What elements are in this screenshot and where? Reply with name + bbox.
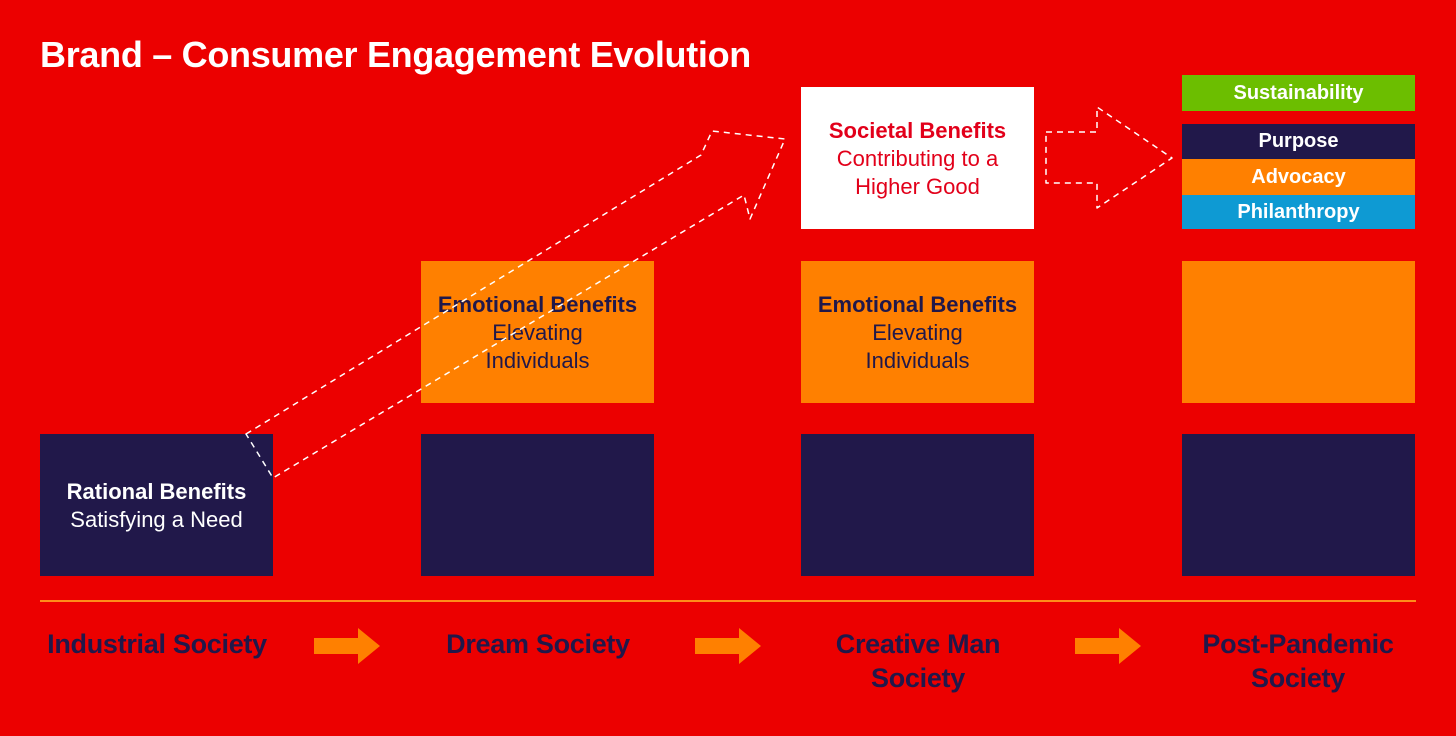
societal-benefits-box: Societal Benefits Contributing to a High… [801, 87, 1034, 229]
societal-benefits-subtitle-line2: Higher Good [855, 173, 980, 199]
rational-block-post-pandemic [1182, 434, 1415, 576]
sustainability-label: Sustainability [1233, 81, 1364, 104]
emotional-benefits-subtitle-line2: Individuals [485, 347, 590, 373]
sustainability-bar: Sustainability [1182, 75, 1415, 111]
advocacy-label: Advocacy [1251, 165, 1346, 188]
emotional-benefits-subtitle-line1: Elevating [492, 319, 583, 345]
emotional-benefits-subtitle-line2: Individuals [865, 347, 970, 373]
emotional-benefits-box-creative: Emotional Benefits Elevating Individuals [801, 261, 1034, 403]
era-label-line2: Society [871, 663, 965, 693]
purpose-bar: Purpose [1182, 124, 1415, 159]
era-arrow-icon [314, 628, 380, 664]
era-label-dream: Dream Society [388, 627, 688, 661]
philanthropy-bar: Philanthropy [1182, 195, 1415, 229]
era-arrow-icon [1075, 628, 1141, 664]
era-label-line1: Post-Pandemic [1202, 629, 1394, 659]
era-arrow-icon [695, 628, 761, 664]
advocacy-bar: Advocacy [1182, 159, 1415, 195]
rational-block-dream [421, 434, 654, 576]
emotional-benefits-box-dream: Emotional Benefits Elevating Individuals [421, 261, 654, 403]
rational-benefits-box: Rational Benefits Satisfying a Need [40, 434, 273, 576]
emotional-block-post-pandemic [1182, 261, 1415, 403]
purpose-label: Purpose [1258, 130, 1339, 152]
emotional-benefits-subtitle-line1: Elevating [872, 319, 963, 345]
era-label-line1: Dream Society [446, 629, 630, 659]
emotional-benefits-heading: Emotional Benefits [817, 291, 1018, 317]
timeline-divider [40, 600, 1416, 602]
societal-benefits-heading: Societal Benefits [828, 117, 1007, 143]
societal-benefits-subtitle-line1: Contributing to a [836, 145, 999, 171]
rational-benefits-heading: Rational Benefits [66, 478, 247, 504]
era-label-creative: Creative Man Society [768, 627, 1068, 695]
era-label-line1: Industrial Society [47, 629, 267, 659]
era-label-line1: Creative Man [835, 629, 1001, 659]
horizontal-dashed-arrow [1045, 106, 1173, 209]
rational-block-creative [801, 434, 1034, 576]
era-label-industrial: Industrial Society [7, 627, 307, 661]
era-label-line2: Society [1251, 663, 1345, 693]
page-title: Brand – Consumer Engagement Evolution [40, 34, 751, 75]
philanthropy-label: Philanthropy [1237, 200, 1360, 223]
era-label-post-pandemic: Post-Pandemic Society [1148, 627, 1448, 695]
emotional-benefits-heading: Emotional Benefits [437, 291, 638, 317]
rational-benefits-subtitle: Satisfying a Need [70, 506, 243, 532]
